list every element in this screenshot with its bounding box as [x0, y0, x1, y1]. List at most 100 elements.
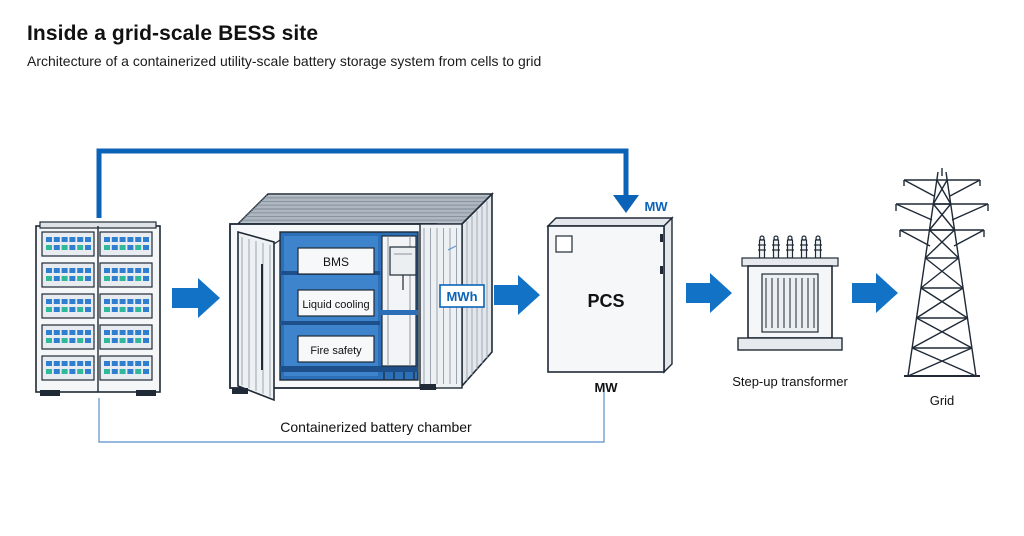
battery-cell [69, 338, 76, 343]
battery-cell [127, 299, 134, 304]
battery-cell [135, 307, 142, 312]
battery-cell [143, 276, 149, 281]
module-label-liquid-cooling: Liquid cooling [302, 299, 369, 311]
battery-module [41, 262, 95, 288]
battery-cell [46, 299, 52, 304]
module-label-bms: BMS [323, 255, 349, 269]
battery-cell [119, 276, 126, 281]
battery-cell [69, 245, 76, 250]
battery-module [99, 324, 153, 350]
battery-cell [111, 237, 118, 242]
module-bms: BMS [297, 247, 375, 275]
battery-cell [53, 268, 60, 273]
battery-cell [53, 307, 60, 312]
battery-cell [61, 268, 68, 273]
battery-cell [104, 307, 110, 312]
battery-cell [135, 276, 142, 281]
battery-cell [104, 268, 110, 273]
battery-cell [127, 361, 134, 366]
battery-cell [46, 338, 52, 343]
pcs-label: PCS [587, 291, 624, 311]
battery-module [99, 293, 153, 319]
battery-cell [61, 237, 68, 242]
tower-brace [924, 229, 956, 259]
battery-module [41, 355, 95, 381]
pcs-power-bottom: MW [594, 380, 618, 395]
battery-cell [143, 307, 149, 312]
battery-cell [104, 338, 110, 343]
battery-cell [143, 369, 149, 374]
battery-cell [77, 299, 84, 304]
battery-cell [127, 338, 134, 343]
battery-module [41, 324, 95, 350]
battery-cell [85, 307, 91, 312]
battery-cell [111, 299, 118, 304]
container-caption: Containerized battery chamber [280, 419, 472, 435]
bushing [758, 239, 766, 259]
battery-cell [143, 268, 149, 273]
battery-cell [135, 245, 142, 250]
battery-module [41, 293, 95, 319]
pcs-power-top: MW [644, 199, 668, 214]
battery-cell [135, 268, 142, 273]
battery-cell [127, 369, 134, 374]
battery-cell [61, 245, 68, 250]
bushing [800, 239, 808, 259]
battery-cell [127, 276, 134, 281]
battery-cell [53, 338, 60, 343]
flow-arrow-4 [852, 273, 898, 313]
battery-cell [111, 338, 118, 343]
battery-cell [69, 299, 76, 304]
battery-cell [135, 369, 142, 374]
battery-cell [143, 237, 149, 242]
flow-arrow-2 [494, 275, 540, 315]
battery-cell [119, 299, 126, 304]
battery-cell [61, 330, 68, 335]
grid-caption: Grid [930, 393, 955, 408]
bushing-cap [787, 235, 793, 241]
battery-cell [111, 330, 118, 335]
tower-brace [911, 317, 968, 349]
transmission-tower [895, 168, 989, 377]
tower-brace [916, 317, 973, 349]
battery-cell [111, 245, 118, 250]
battery-cell [127, 237, 134, 242]
battery-cell [119, 237, 126, 242]
module-fire-safety: Fire safety [297, 335, 375, 363]
battery-rack [35, 221, 161, 396]
battery-cell [104, 245, 110, 250]
battery-cell [69, 307, 76, 312]
battery-cell [53, 369, 60, 374]
battery-cell [53, 276, 60, 281]
battery-cell [111, 307, 118, 312]
module-liquid-cooling: Liquid cooling [297, 289, 375, 317]
battery-cell [119, 268, 126, 273]
battery-cell [127, 268, 134, 273]
battery-cell [143, 245, 149, 250]
battery-cell [104, 299, 110, 304]
bushing-cap [773, 235, 779, 241]
tower-brace [932, 179, 948, 205]
battery-cell [85, 268, 91, 273]
battery-cell [46, 307, 52, 312]
battery-cell [85, 237, 91, 242]
battery-cell [46, 268, 52, 273]
battery-cell [69, 369, 76, 374]
battery-cell [127, 307, 134, 312]
battery-cell [85, 245, 91, 250]
flow-arrow-1 [172, 278, 220, 318]
battery-cell [46, 361, 52, 366]
battery-cell [77, 330, 84, 335]
battery-module [99, 231, 153, 257]
bushing-cap [801, 235, 807, 241]
battery-cell [53, 330, 60, 335]
battery-cell [77, 237, 84, 242]
battery-cell [61, 338, 68, 343]
battery-cell [111, 361, 118, 366]
tower-brace [916, 287, 964, 319]
battery-cell [135, 338, 142, 343]
flow-arrow-3 [686, 273, 732, 313]
battery-cell [61, 276, 68, 281]
battery-cell [111, 276, 118, 281]
